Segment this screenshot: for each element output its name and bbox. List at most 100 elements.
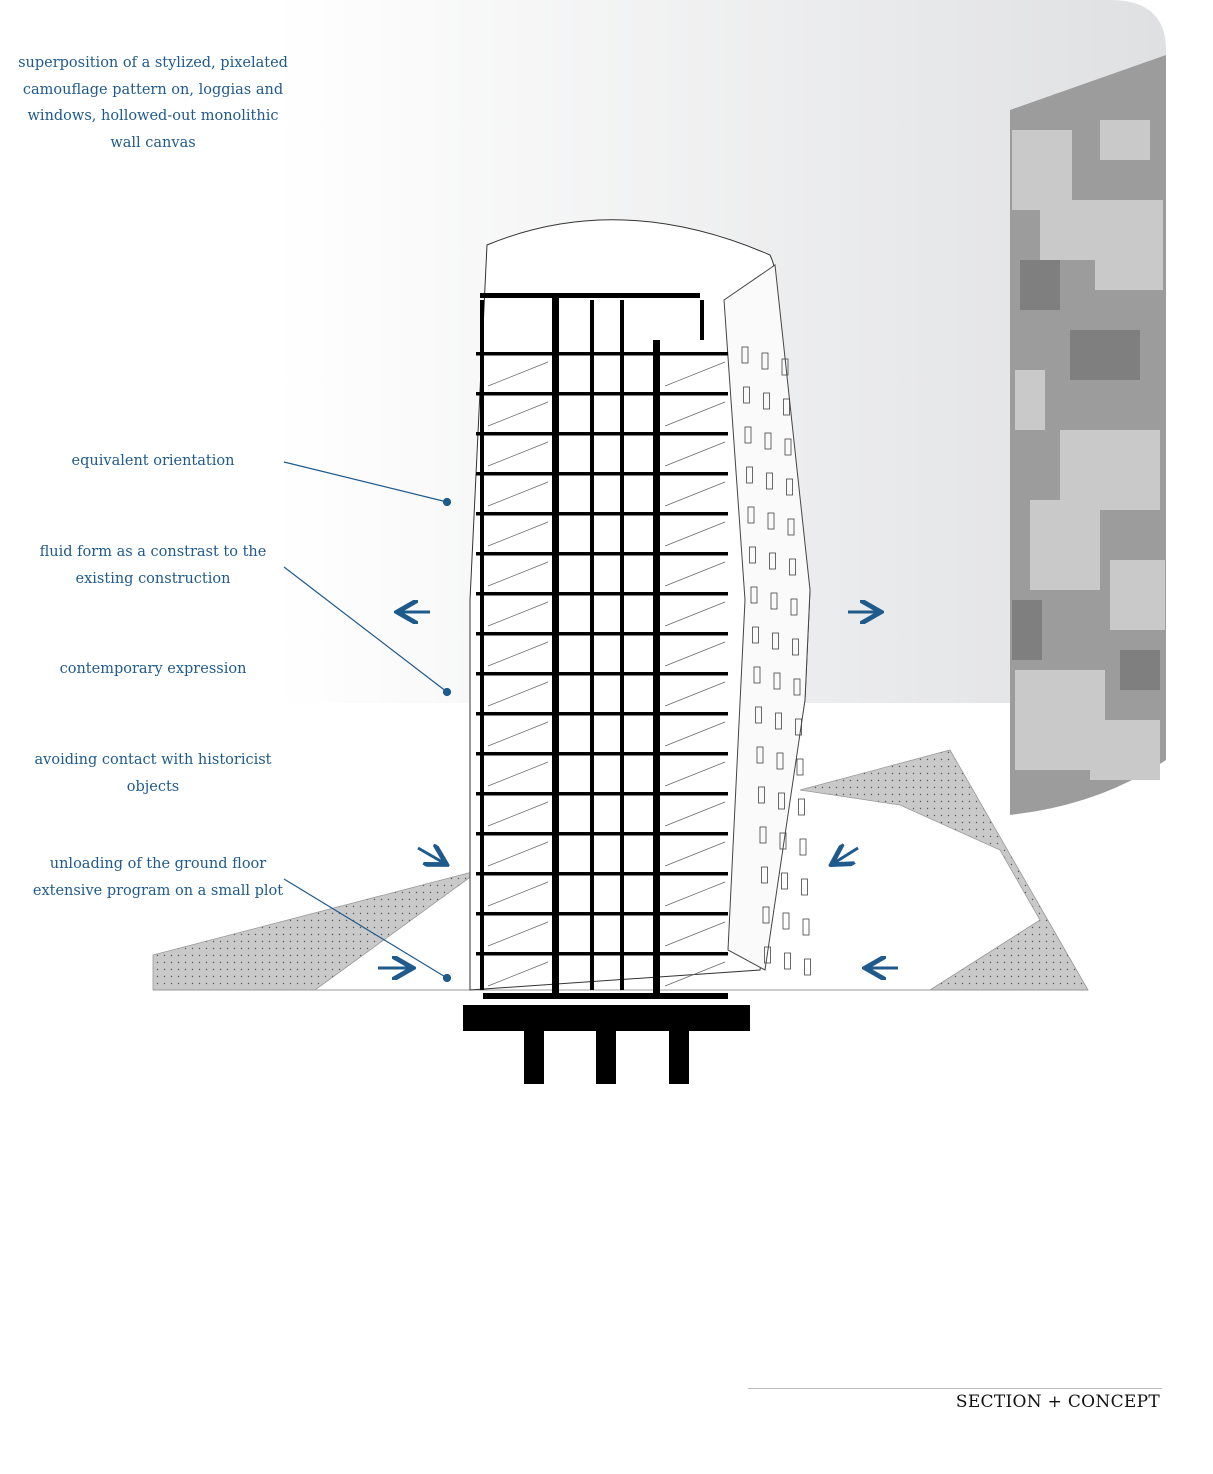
annotation-historicist: avoiding contact with historicist object… [34,752,272,795]
facade-window [783,398,790,416]
stair-line [664,441,726,467]
stair-line [664,521,726,547]
facade-window [796,758,804,776]
stair-line [664,601,726,627]
facade-window [761,866,768,884]
facade-window [763,392,770,410]
stair-line [487,761,549,787]
title-rule [748,1388,1162,1389]
wall [700,300,704,340]
annotation-camouflage: superposition of a stylized, pixelated c… [18,55,288,151]
floor-slab [476,752,728,756]
facade-window [776,752,784,770]
stair-line [487,841,549,867]
facade-window [761,352,769,370]
facade-window [786,478,793,496]
facade-window [747,506,755,524]
facade-window [793,678,801,696]
stair-line [487,561,549,587]
facade-window [802,918,810,936]
floor-slab [476,672,728,676]
facade-window [787,518,795,536]
floor-slab [476,632,728,636]
facade-window [743,386,750,404]
facade-window [790,598,798,616]
floor-slab [476,392,728,396]
facade-window [753,666,761,684]
stair-line [664,561,726,587]
facade-window [752,626,759,644]
stair-line [487,681,549,707]
floor-slab [476,352,728,356]
facade-window [804,958,811,976]
stair-line [664,681,726,707]
facade-window [784,952,791,970]
facade-window [744,426,752,444]
facade-window [789,558,796,576]
floor-slab [476,552,728,556]
stair-line [487,361,549,387]
floor-slab [476,792,728,796]
facade-window [801,878,808,896]
stair-line [487,601,549,627]
building-section [469,219,811,999]
stair-line [664,881,726,907]
stair-line [487,961,549,987]
facade-window [755,706,762,724]
stair-line [487,401,549,427]
stair-line [487,641,549,667]
facade-window [750,586,758,604]
facade-window [746,466,753,484]
floor-slab [476,952,728,956]
stair-line [487,881,549,907]
leader-lines [283,461,452,983]
stair-line [664,761,726,787]
stair-line [487,521,549,547]
facade-window [778,792,785,810]
wall [590,300,594,990]
floor-slab [476,432,728,436]
facade-window [762,906,770,924]
facade-window [769,552,776,570]
annotation-contemporary: contemporary expression [59,661,247,677]
annotation-fluid-form: fluid form as a constrast to the existin… [39,544,267,587]
stair-line [664,361,726,387]
facade-window [799,838,807,856]
facade-window [756,746,764,764]
facade-window [784,438,792,456]
camouflage-cylinder [1010,55,1166,815]
floor-slab [476,832,728,836]
facade-window [758,786,765,804]
floor-slab [476,872,728,876]
stair-line [664,481,726,507]
facade-window [775,712,782,730]
facade-window [772,632,779,650]
ground-plane [152,749,1089,991]
floor-slab [476,712,728,716]
facade-window [749,546,756,564]
stair-line [487,801,549,827]
floor-slab [476,472,728,476]
stair-line [664,921,726,947]
arrows [378,612,898,968]
stair-line [487,441,549,467]
facade-window [766,472,773,490]
wall [480,300,484,990]
stair-line [664,401,726,427]
facade-window [767,512,775,530]
stair-line [664,721,726,747]
stair-line [664,801,726,827]
wall [620,300,624,990]
foundation [463,1005,750,1084]
facade-window [782,912,790,930]
facade-window [759,826,767,844]
annotation-ground-floor: unloading of the ground floor extensive … [32,856,284,899]
floor-slab [476,912,728,916]
stair-line [664,961,726,987]
facade-window [792,638,799,656]
facade-window [795,718,802,736]
stair-line [487,721,549,747]
facade-window [741,346,749,364]
